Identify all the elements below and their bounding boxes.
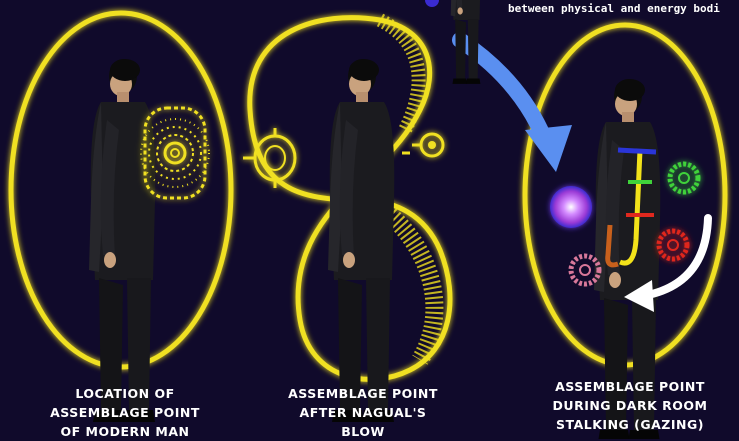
caption-panel-2: ASSEMBLAGE POINT AFTER NAGUAL'S BLOW [268,384,458,441]
caption-line: ASSEMBLAGE POINT [268,384,458,403]
caption-line: STALKING (GAZING) [530,415,730,434]
caption-line: OF MODERN MAN [30,422,220,441]
spine-blue-line [618,150,656,152]
panel-nagual-blow [243,18,450,422]
top-note: between physical and energy bodi [508,2,720,15]
caption-panel-3: ASSEMBLAGE POINT DURING DARK ROOM STALKI… [530,377,730,434]
assemblage-point-icon [243,128,295,188]
energy-center-icon [550,186,592,228]
energy-center-icon [670,164,698,192]
caption-line: AFTER NAGUAL'S [268,403,458,422]
caption-line: DURING DARK ROOM [530,396,730,415]
caption-line: BLOW [268,422,458,441]
caption-line: LOCATION OF [30,384,220,403]
caption-line: ASSEMBLAGE POINT [530,377,730,396]
caption-line: ASSEMBLAGE POINT [30,403,220,422]
assemblage-point-small-icon [412,134,443,156]
energy-center-icon [659,231,687,259]
man-figure-icon [328,59,394,422]
panel-modern-man [11,13,231,422]
panel-dark-room-stalking [425,0,725,439]
arrow-head-icon [525,125,572,172]
caption-panel-1: LOCATION OF ASSEMBLAGE POINT OF MODERN M… [30,384,220,441]
